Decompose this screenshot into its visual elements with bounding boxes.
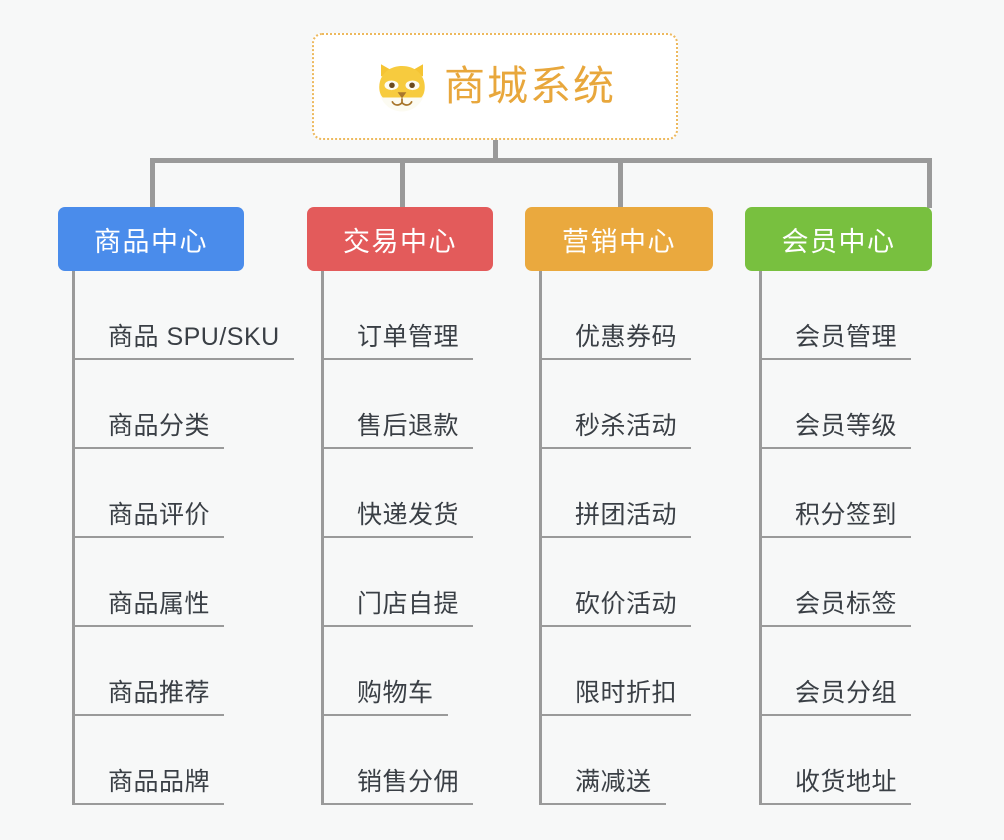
- list-item[interactable]: 快递发货: [321, 449, 474, 538]
- list-item[interactable]: 门店自提: [321, 538, 474, 627]
- leaf-list: 商品 SPU/SKU 商品分类 商品评价 商品属性 商品推荐 商品品牌: [72, 271, 294, 805]
- list-item[interactable]: 会员等级: [759, 360, 912, 449]
- leaf-label: 商品品牌: [72, 768, 225, 805]
- leaf-label: 满减送: [539, 768, 666, 805]
- list-item[interactable]: 商品属性: [72, 538, 294, 627]
- list-item[interactable]: 砍价活动: [539, 538, 692, 627]
- list-item[interactable]: 会员标签: [759, 538, 912, 627]
- list-item[interactable]: 积分签到: [759, 449, 912, 538]
- leaf-label: 商品推荐: [72, 679, 225, 716]
- leaf-label: 商品分类: [72, 412, 225, 449]
- leaf-label: 订单管理: [321, 323, 474, 360]
- leaf-label: 拼团活动: [539, 501, 692, 538]
- branch-header-label: 营销中心: [562, 226, 676, 257]
- connector-drop-1: [150, 158, 155, 208]
- list-item[interactable]: 购物车: [321, 627, 473, 716]
- connector-drop-4: [927, 158, 932, 208]
- branch-header-product-center[interactable]: 商品中心: [58, 207, 244, 271]
- branch-header-member-center[interactable]: 会员中心: [745, 207, 932, 271]
- list-item[interactable]: 商品 SPU/SKU: [72, 271, 294, 360]
- leaf-label: 优惠券码: [539, 323, 692, 360]
- list-item[interactable]: 订单管理: [321, 271, 474, 360]
- list-item[interactable]: 商品分类: [72, 360, 294, 449]
- branch-header-trade-center[interactable]: 交易中心: [307, 207, 493, 271]
- connector-root-stem: [493, 140, 498, 162]
- leaf-label: 购物车: [321, 679, 448, 716]
- leaf-list: 会员管理 会员等级 积分签到 会员标签 会员分组 收货地址: [759, 271, 912, 805]
- list-item[interactable]: 优惠券码: [539, 271, 692, 360]
- branch-trunk: [321, 271, 324, 805]
- leaf-label: 商品 SPU/SKU: [72, 323, 294, 360]
- leaf-label: 会员标签: [759, 590, 912, 627]
- list-item[interactable]: 商品推荐: [72, 627, 294, 716]
- root-node[interactable]: 商城系统: [312, 33, 678, 140]
- shiba-dog-face-icon: [379, 63, 425, 111]
- leaf-label: 限时折扣: [539, 679, 692, 716]
- leaf-list: 订单管理 售后退款 快递发货 门店自提 购物车 销售分佣: [321, 271, 474, 805]
- leaf-label: 收货地址: [759, 768, 912, 805]
- list-item[interactable]: 会员分组: [759, 627, 912, 716]
- leaf-label: 砍价活动: [539, 590, 692, 627]
- list-item[interactable]: 限时折扣: [539, 627, 692, 716]
- list-item[interactable]: 拼团活动: [539, 449, 692, 538]
- connector-horizontal-bus: [150, 158, 932, 163]
- leaf-label: 会员分组: [759, 679, 912, 716]
- list-item[interactable]: 秒杀活动: [539, 360, 692, 449]
- root-title: 商城系统: [444, 63, 616, 109]
- connector-drop-2: [400, 158, 405, 208]
- leaf-label: 商品评价: [72, 501, 225, 538]
- list-item[interactable]: 商品评价: [72, 449, 294, 538]
- leaf-label: 门店自提: [321, 590, 474, 627]
- branch-header-label: 交易中心: [343, 226, 457, 257]
- leaf-label: 会员管理: [759, 323, 912, 360]
- leaf-list: 优惠券码 秒杀活动 拼团活动 砍价活动 限时折扣 满减送: [539, 271, 692, 805]
- leaf-label: 商品属性: [72, 590, 225, 627]
- branch-trunk: [759, 271, 762, 805]
- list-item[interactable]: 会员管理: [759, 271, 912, 360]
- branch-header-label: 会员中心: [781, 226, 896, 257]
- list-item[interactable]: 满减送: [539, 716, 691, 805]
- list-item[interactable]: 售后退款: [321, 360, 474, 449]
- leaf-label: 秒杀活动: [539, 412, 692, 449]
- branch-trunk: [539, 271, 542, 805]
- leaf-label: 积分签到: [759, 501, 912, 538]
- leaf-label: 售后退款: [321, 412, 474, 449]
- list-item[interactable]: 收货地址: [759, 716, 912, 805]
- connector-drop-3: [618, 158, 623, 208]
- leaf-label: 会员等级: [759, 412, 912, 449]
- leaf-label: 快递发货: [321, 501, 474, 538]
- list-item[interactable]: 销售分佣: [321, 716, 474, 805]
- leaf-label: 销售分佣: [321, 768, 474, 805]
- branch-header-label: 商品中心: [94, 226, 208, 257]
- branch-trunk: [72, 271, 75, 805]
- branch-header-marketing-center[interactable]: 营销中心: [525, 207, 713, 271]
- list-item[interactable]: 商品品牌: [72, 716, 294, 805]
